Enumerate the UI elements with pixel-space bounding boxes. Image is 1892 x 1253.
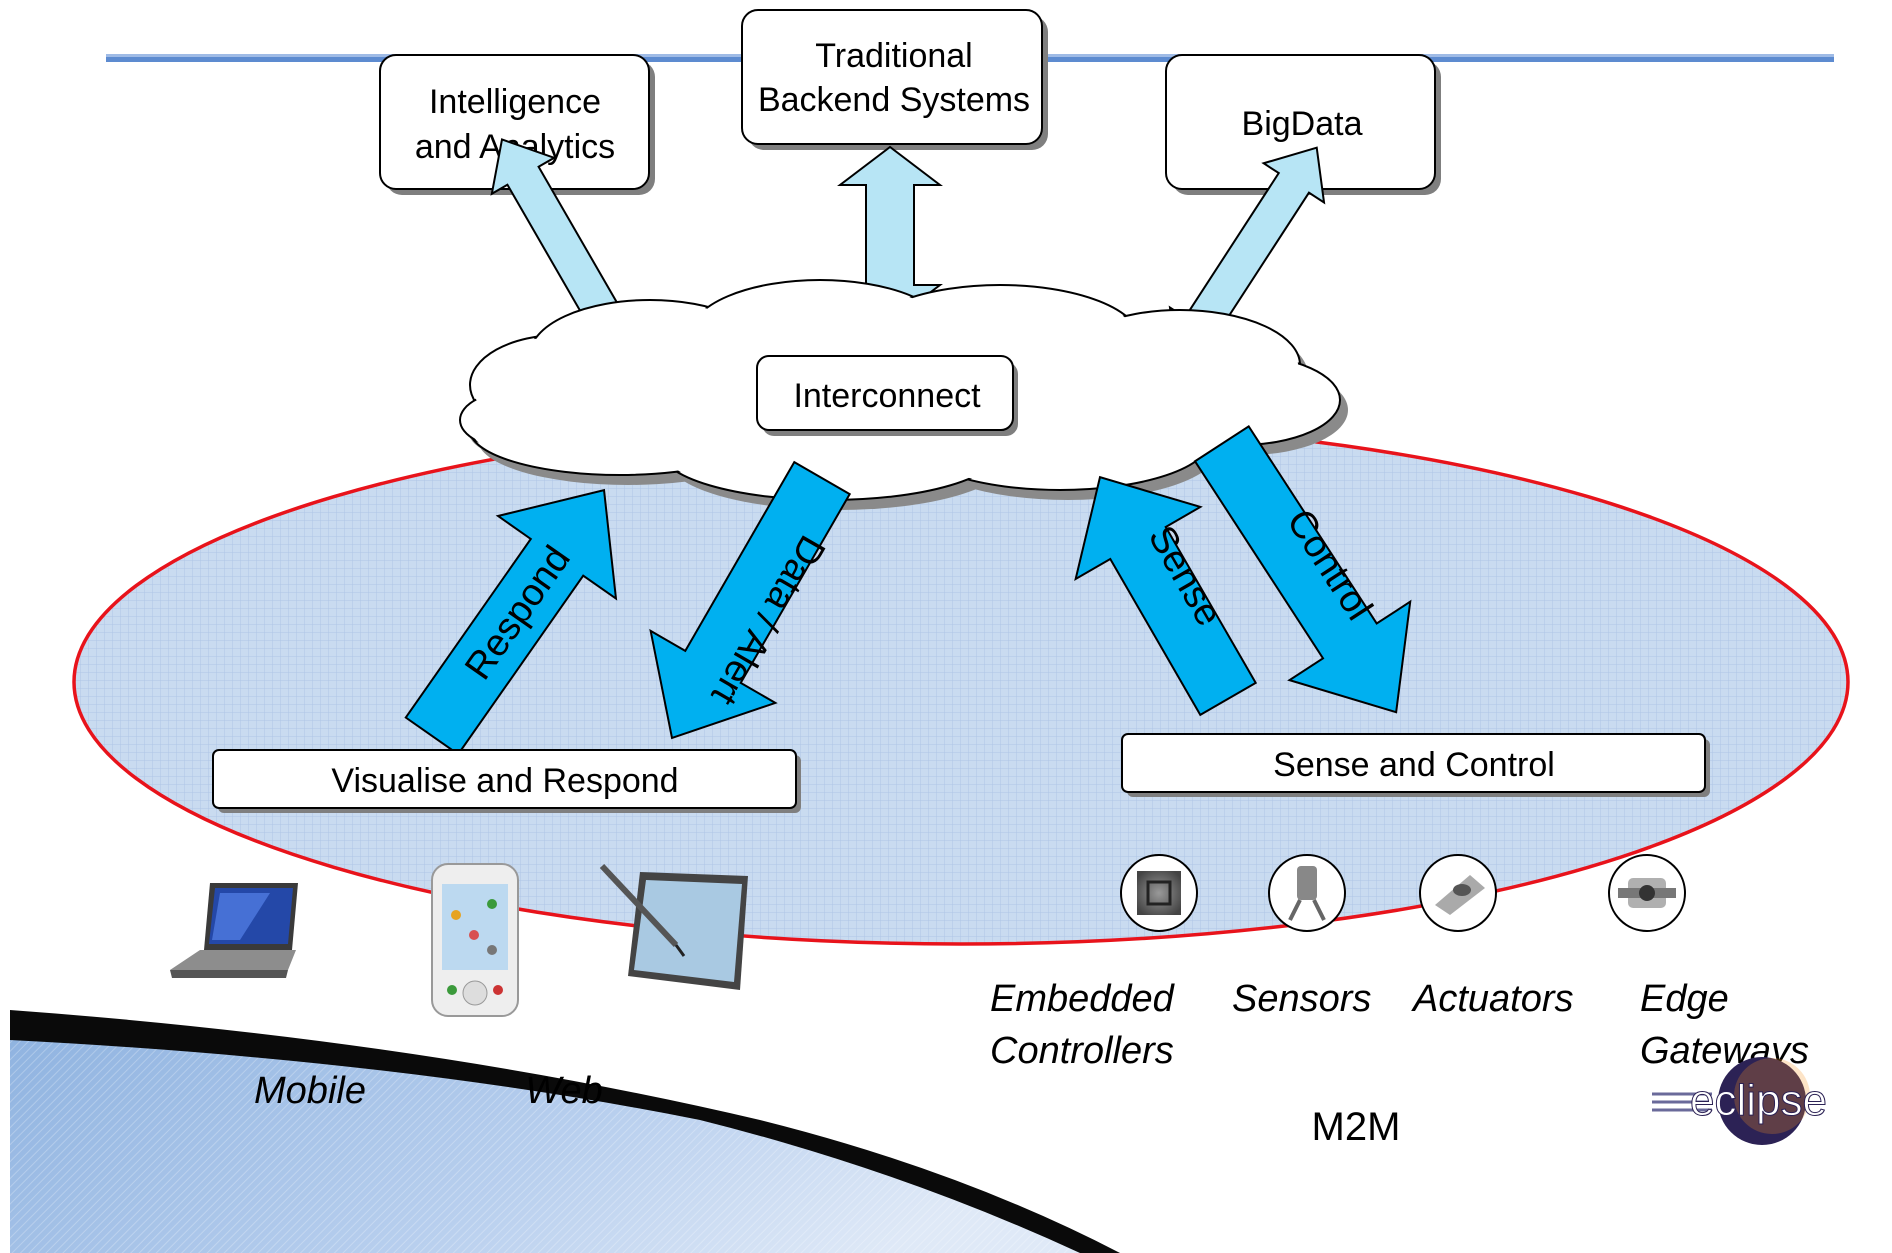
mobile-phone-icon — [431, 863, 519, 1017]
intelligence-label-1: Intelligence — [429, 83, 601, 121]
sense-arrow: Sense — [1074, 475, 1258, 717]
sense-control-label: Sense and Control — [1273, 746, 1555, 784]
eclipse-logo: eclipse — [1652, 1057, 1827, 1145]
mobile-label: Mobile — [254, 1070, 366, 1112]
m2m-label: M2M — [1312, 1105, 1401, 1149]
visualise-respond-box: Visualise and Respond — [212, 749, 801, 813]
sensors-label: Sensors — [1232, 978, 1371, 1020]
interconnect-box: Interconnect — [756, 355, 1018, 436]
traditional-label-1: Traditional — [815, 37, 972, 75]
traditional-backend-box: Traditional Backend Systems — [741, 9, 1048, 150]
tablet-icon — [599, 863, 748, 990]
eclipse-wordmark: eclipse — [1690, 1076, 1827, 1125]
laptop-icon — [170, 883, 298, 978]
embedded-label-2: Controllers — [990, 1030, 1174, 1072]
embedded-label-1: Embedded — [990, 978, 1176, 1020]
sensor-icon — [1268, 854, 1346, 932]
m2m-ellipse — [72, 418, 1850, 946]
edge-label-1: Edge — [1640, 978, 1729, 1020]
visualise-label: Visualise and Respond — [331, 762, 678, 800]
actuators-label: Actuators — [1411, 978, 1574, 1020]
web-label: Web — [525, 1070, 602, 1112]
sense-control-box: Sense and Control — [1121, 733, 1710, 797]
traditional-label-2: Backend Systems — [758, 81, 1030, 119]
edge-gateway-icon — [1608, 854, 1686, 932]
embedded-controller-icon — [1120, 854, 1198, 932]
decorative-swoosh — [10, 1010, 1120, 1253]
interconnect-label: Interconnect — [793, 377, 981, 415]
bigdata-label: BigData — [1242, 105, 1363, 143]
actuator-icon — [1419, 854, 1497, 932]
